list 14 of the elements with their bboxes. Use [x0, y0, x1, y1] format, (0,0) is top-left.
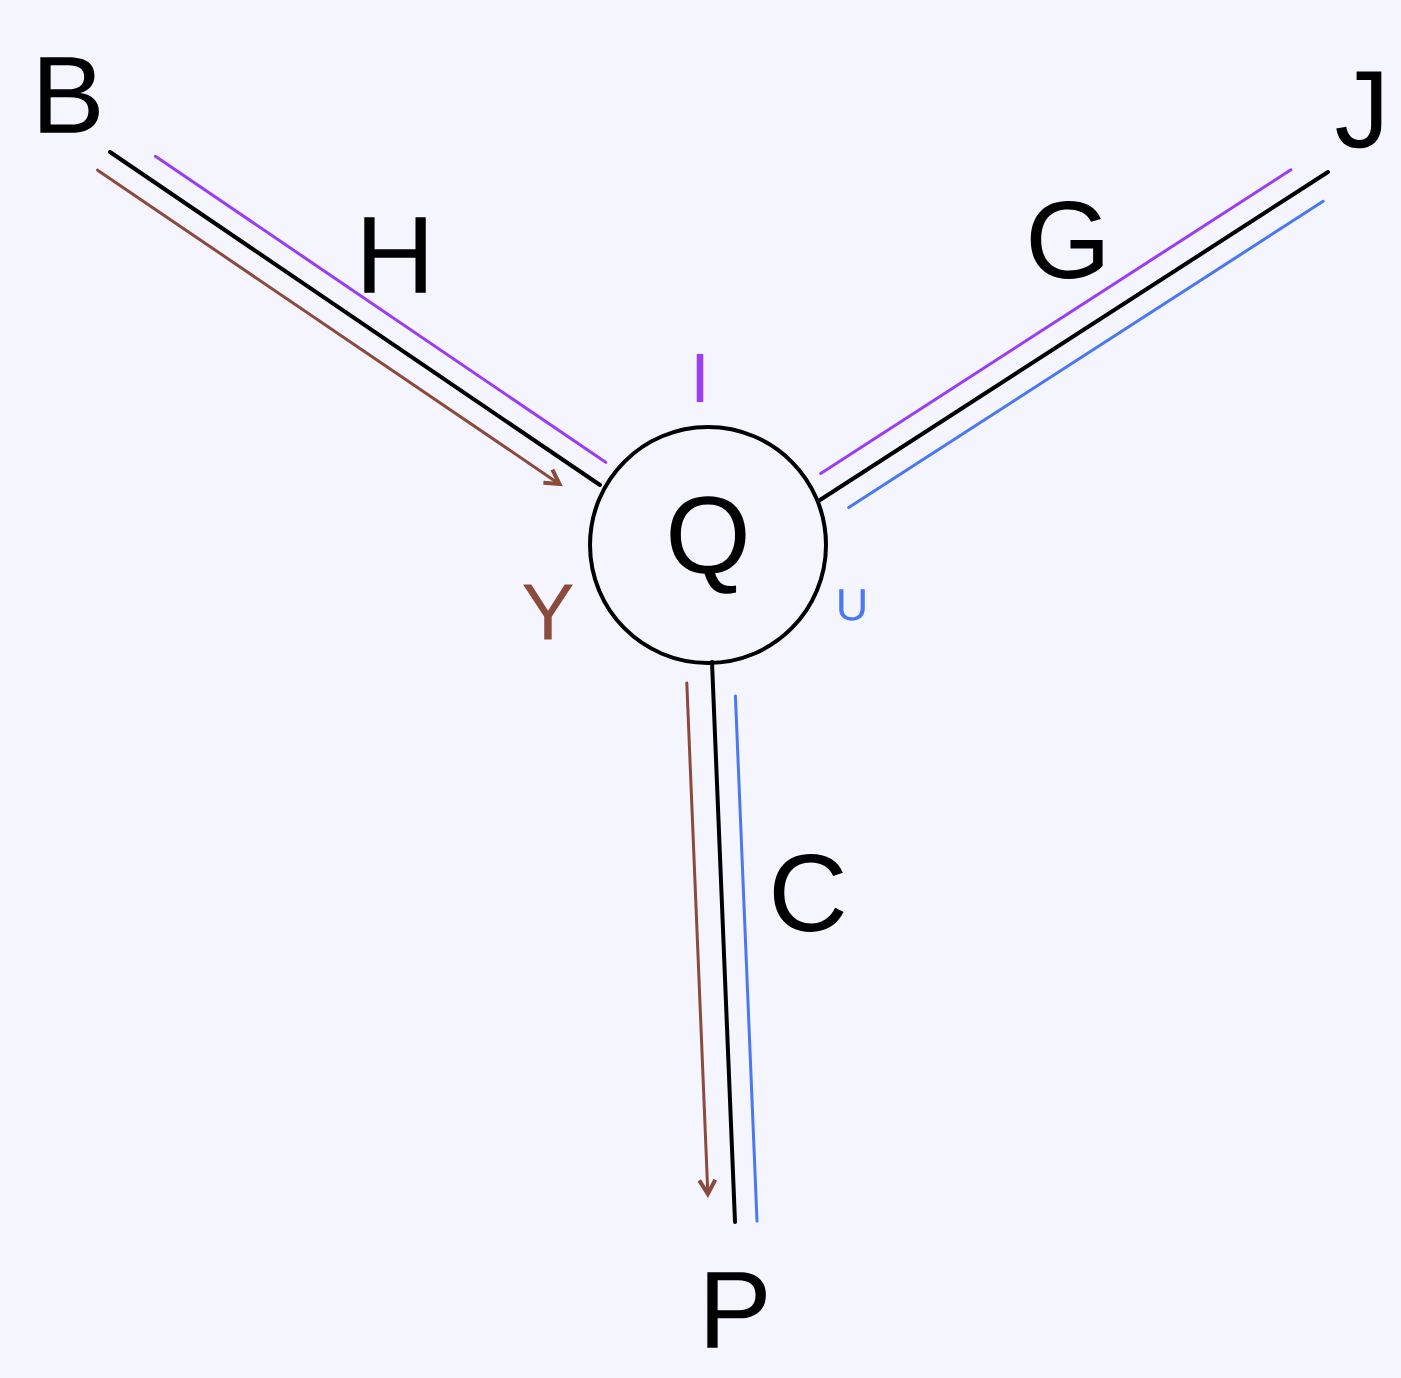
node-label: J: [1336, 71, 1382, 149]
connector-line: [819, 168, 1293, 475]
edge-label: C: [773, 854, 844, 932]
circle-node: Q: [588, 425, 828, 665]
node-label: P: [707, 1272, 766, 1348]
edge-label: H: [364, 217, 426, 293]
arrow: [685, 681, 718, 1199]
connector-line: [818, 170, 1330, 502]
node-label: B: [40, 57, 99, 133]
connector-line: [847, 199, 1325, 510]
edge-label: G: [1030, 201, 1103, 279]
connector-line: [153, 154, 608, 464]
connector-line: [733, 694, 759, 1223]
connector-line: [710, 660, 737, 1224]
